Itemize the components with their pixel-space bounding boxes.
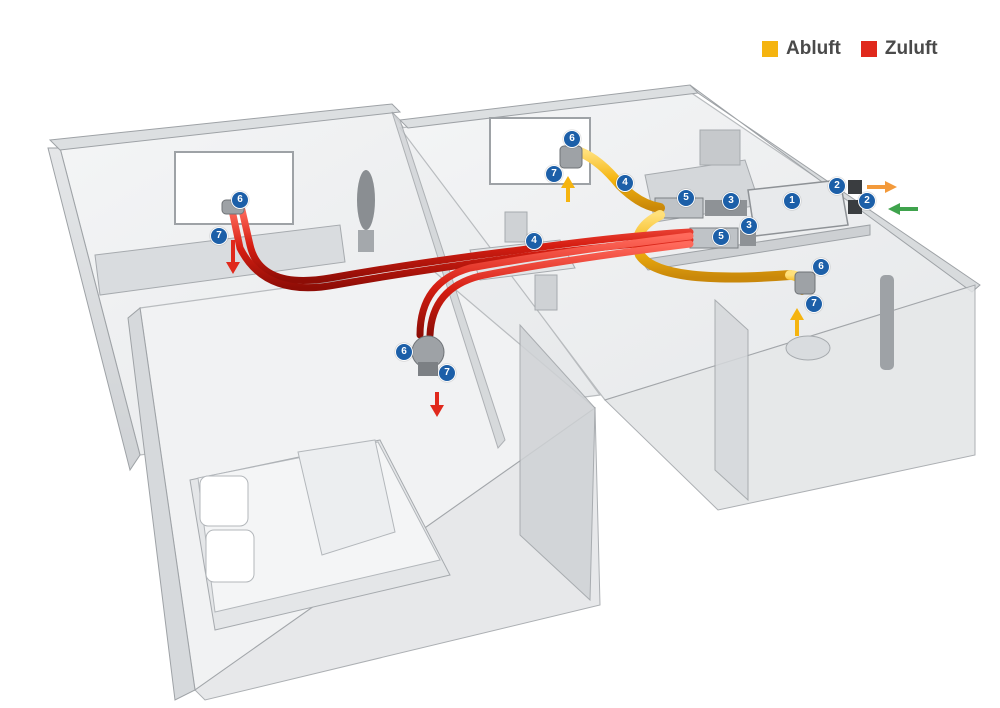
chair-1 bbox=[504, 211, 528, 243]
marker-4-exhaust: 4 bbox=[616, 174, 634, 192]
range-hood bbox=[699, 129, 741, 166]
marker-7-bedroom: 7 bbox=[438, 364, 456, 382]
plant bbox=[357, 170, 375, 230]
wall-bedroom-left bbox=[127, 307, 196, 701]
marker-3-top: 3 bbox=[722, 192, 740, 210]
legend-swatch-exhaust bbox=[762, 41, 778, 57]
partition-bath-front bbox=[714, 298, 749, 502]
plant-pot bbox=[358, 230, 374, 252]
legend-label-supply: Zuluft bbox=[884, 38, 938, 59]
marker-4-supply: 4 bbox=[525, 232, 543, 250]
legend-label-exhaust: Abluft bbox=[786, 38, 841, 59]
legend-item-exhaust: Abluft bbox=[762, 38, 841, 60]
marker-6-bedroom: 6 bbox=[395, 343, 413, 361]
marker-7-kitchen: 7 bbox=[545, 165, 563, 183]
sink bbox=[785, 335, 831, 361]
marker-2-top: 2 bbox=[828, 177, 846, 195]
blanket bbox=[297, 439, 396, 556]
marker-6-bath: 6 bbox=[812, 258, 830, 276]
flow-arrow-supply-living bbox=[226, 240, 240, 274]
flow-arrow-exhaust-bath bbox=[790, 308, 804, 336]
marker-1: 1 bbox=[783, 192, 801, 210]
supply-valve-bedroom-cap bbox=[418, 362, 438, 376]
wall-left bbox=[47, 147, 141, 472]
sofa bbox=[94, 224, 346, 296]
marker-3-bottom: 3 bbox=[740, 217, 758, 235]
legend-item-supply: Zuluft bbox=[860, 38, 938, 60]
marker-2-bottom: 2 bbox=[858, 192, 876, 210]
marker-6-living: 6 bbox=[231, 191, 249, 209]
marker-7-bath: 7 bbox=[805, 295, 823, 313]
legend: Abluft Zuluft bbox=[752, 38, 938, 60]
chair-2 bbox=[534, 274, 558, 311]
flow-arrow-fresh-air bbox=[888, 203, 918, 215]
marker-5-bottom: 5 bbox=[712, 228, 730, 246]
flow-arrow-exhaust-kitchen bbox=[561, 176, 575, 202]
legend-swatch-supply bbox=[860, 41, 877, 57]
shower-panel bbox=[880, 275, 894, 370]
pillow-2 bbox=[205, 529, 255, 583]
marker-5-top: 5 bbox=[677, 189, 695, 207]
outside-grille-1 bbox=[848, 180, 862, 194]
flow-arrow-outside-air bbox=[867, 181, 897, 193]
exhaust-valve-window bbox=[559, 145, 583, 169]
marker-6-kitchen: 6 bbox=[563, 130, 581, 148]
flow-arrow-supply-bedroom bbox=[430, 392, 444, 417]
supply-ducts bbox=[228, 206, 694, 339]
exhaust-valve-bath bbox=[794, 271, 816, 295]
wall-back-left bbox=[48, 103, 402, 151]
pillow-1 bbox=[199, 475, 249, 527]
marker-7-living: 7 bbox=[210, 227, 228, 245]
partition-bedroom bbox=[519, 323, 596, 602]
